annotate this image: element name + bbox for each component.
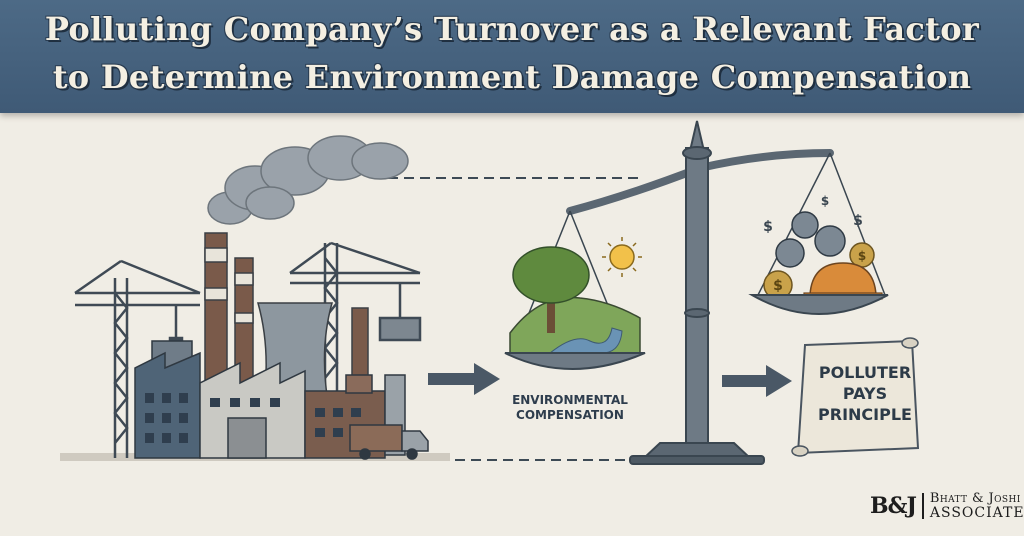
environmental-compensation-text: ENVIRONMENTAL COMPENSATION	[512, 393, 628, 422]
factory-windows	[145, 393, 361, 443]
logo-mark: B&J	[870, 493, 924, 519]
title-line-1: Polluting Company’s Turnover as a Releva…	[44, 10, 980, 48]
title-line-2: to Determine Environment Damage Compensa…	[52, 58, 972, 96]
crane-right	[289, 241, 422, 413]
scroll	[791, 337, 920, 457]
firm-logo: B&J Bhatt & Joshi ASSOCIATES	[870, 486, 1024, 526]
right-pan-coins	[748, 211, 889, 315]
logo-text: Bhatt & Joshi ASSOCIATES	[930, 491, 1024, 521]
logo-name-line-2: ASSOCIATES	[929, 505, 1024, 521]
environmental-compensation-label: ENVIRONMENTAL COMPENSATION	[500, 393, 640, 423]
factory	[134, 340, 406, 459]
arrow-right-icon	[428, 363, 500, 395]
left-pan-landscape	[504, 246, 646, 370]
coin-symbol: $	[821, 194, 829, 208]
truck	[349, 424, 429, 460]
sun-icon	[602, 237, 642, 277]
title-banner: Polluting Company’s Turnover as a Releva…	[0, 0, 1024, 113]
coin-symbol: $	[853, 213, 863, 229]
smoke-cloud	[207, 135, 409, 225]
coin-symbol: $	[773, 278, 783, 294]
logo-name-line-1: Bhatt & Joshi	[929, 491, 1021, 506]
illustration: $ $ $ $ $	[60, 120, 920, 465]
coin-symbol: $	[858, 249, 866, 263]
polluter-pays-label: POLLUTER PAYS PRINCIPLE	[818, 363, 912, 424]
arrow-right-icon-2	[722, 365, 792, 397]
coin-symbol: $	[763, 219, 773, 235]
